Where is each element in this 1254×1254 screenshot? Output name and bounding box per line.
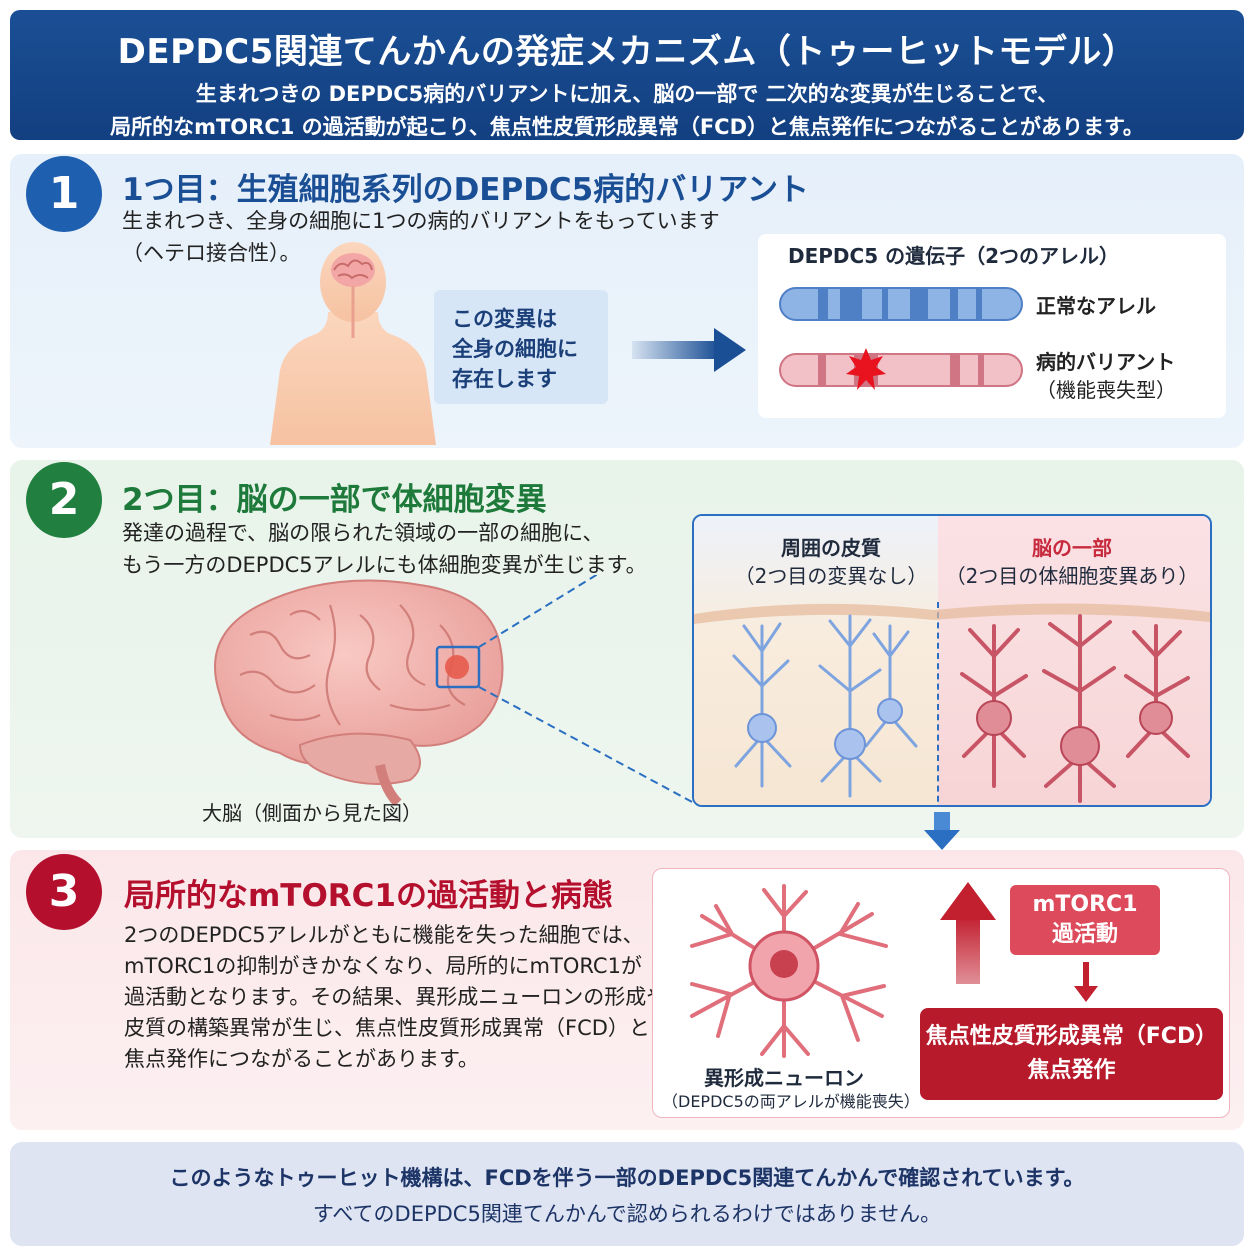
step3-number-badge: 3 [26,854,102,930]
subtitle-line-2: 局所的なmTORC1 の過活動が起こり、焦点性皮質形成異常（FCD）と焦点発作に… [110,115,1144,139]
step3-text-line-4: 皮質の構築異常が生じ、焦点性皮質形成異常（FCD）と [124,1016,650,1040]
arrow-down-icon [1074,962,1098,1002]
variant-allele-bar [779,353,1023,387]
step1-text-line-1: 生まれつき、全身の細胞に1つの病的バリアントをもっています [122,209,720,233]
dysplastic-neuron-label: 異形成ニューロン [704,1066,864,1090]
footer-note: このようなトゥーヒット機構は、FCDを伴う一部のDEPDC5関連てんかんで確認さ… [10,1142,1244,1246]
step1-number-badge: 1 [26,156,102,232]
brain-icon [331,253,375,287]
brain-caption: 大脳（側面から見た図） [202,801,422,825]
step2-text-line-1: 発達の過程で、脳の限られた領域の一部の細胞に、 [122,521,604,545]
arrow-right-icon [632,328,746,372]
cortex-zoom-panel [692,514,1212,807]
mutated-region-label-1: 脳の一部 [1032,536,1112,560]
step2-heading: 2つ目：脳の一部で体細胞変異 [122,482,547,518]
variant-allele-label-2: （機能喪失型） [1036,378,1176,402]
arrow-down-icon [924,812,960,850]
step3-text-line-5: 焦点発作につながることがあります。 [124,1047,479,1071]
subtitle-line-1: 生まれつきの DEPDC5病的バリアントに加え、脳の一部で 二次的な変異が生じる… [195,82,1059,106]
step3-text-line-3: 過活動となります。その結果、異形成ニューロンの形成や [124,985,668,1009]
arrow-up-icon [940,882,996,984]
footer-line-2: すべてのDEPDC5関連てんかんで認められるわけではありません。 [312,1202,942,1226]
normal-cortex-label-1: 周囲の皮質 [781,536,881,560]
footer-line-1: このようなトゥーヒット機構は、FCDを伴う一部のDEPDC5関連てんかんで確認さ… [169,1166,1085,1190]
mutated-region-label-2: （2つ目の体細胞変異あり） [945,564,1199,588]
normal-allele-label: 正常なアレル [1036,294,1156,318]
normal-allele-bar [779,287,1023,321]
page-title: DEPDC5関連てんかんの発症メカニズム（トゥーヒットモデル） [117,32,1137,72]
step2-text-line-2: もう一方のDEPDC5アレルにも体細胞変異が生じます。 [122,553,647,577]
callout-line-1: この変異は [452,307,557,331]
mtorc1-box: mTORC1 過活動 [1010,885,1160,955]
allele-diagram [779,287,1023,390]
region-divider [937,602,939,805]
callout-line-3: 存在します [452,367,557,391]
mutation-burst-icon [846,348,886,390]
neuron-illustration [694,603,1210,803]
step1-text-line-2: （ヘテロ接合性）。 [122,241,301,265]
seizure-label: 焦点発作 [1027,1058,1116,1083]
fcd-seizure-box: 焦点性皮質形成異常（FCD） 焦点発作 [920,1008,1223,1100]
brain-side-view [214,575,695,805]
mtorc1-label-1: mTORC1 [1032,892,1138,917]
normal-cortex-region [694,516,938,805]
variant-allele-label-1: 病的バリアント [1036,350,1176,374]
step1-heading: 1つ目：生殖細胞系列のDEPDC5病的バリアント [122,172,810,208]
normal-cortex-label-2: （2つ目の変異なし） [734,564,928,588]
step3-text-line-2: mTORC1の抑制がきかなくなり、局所的にmTORC1が [124,954,642,978]
human-silhouette-icon [270,242,436,445]
header-banner: DEPDC5関連てんかんの発症メカニズム（トゥーヒットモデル） 生まれつきの D… [10,10,1244,140]
dysplastic-neuron-sublabel: （DEPDC5の両アレルが機能喪失） [662,1092,920,1111]
whole-body-callout: この変異は 全身の細胞に 存在します [434,290,608,404]
fcd-label: 焦点性皮質形成異常（FCD） [925,1024,1218,1049]
neuron-icon [690,884,888,1058]
mtorc1-label-2: 過活動 [1051,922,1118,947]
step2-number-badge: 2 [26,462,102,538]
gene-title: DEPDC5 の遺伝子（2つのアレル） [788,244,1119,268]
gene-alleles-card [758,234,1226,418]
step3-heading: 局所的なmTORC1の過活動と病態 [124,878,613,914]
callout-line-2: 全身の細胞に [452,337,578,361]
step3-text-line-1: 2つのDEPDC5アレルがともに機能を失った細胞では、 [124,923,644,947]
